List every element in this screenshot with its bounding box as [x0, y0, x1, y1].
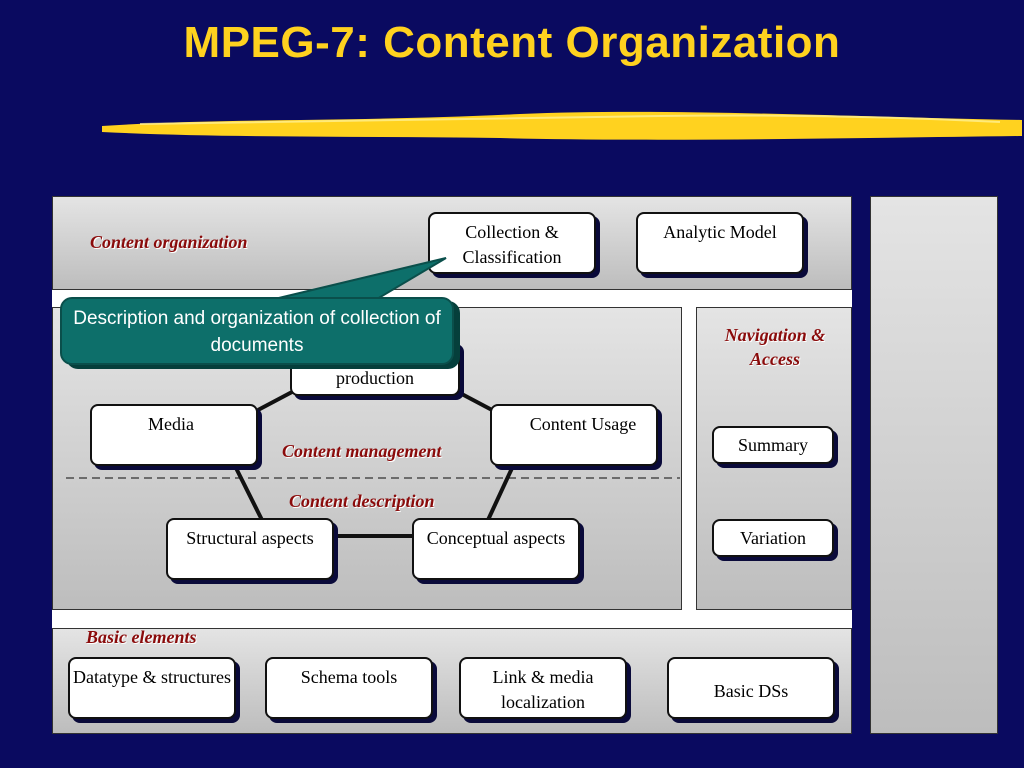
node-analytic-model[interactable]: Analytic Model [636, 212, 804, 274]
node-summary[interactable]: Summary [712, 426, 834, 464]
divider-strip-bottom [52, 610, 852, 628]
label-content-organization: Content organization [90, 232, 248, 252]
yellow-brush-stroke [102, 111, 1022, 140]
label-content-description: Content description [289, 491, 435, 511]
label-content-management: Content management [282, 441, 442, 461]
edge-usage-conceptual [486, 465, 515, 521]
node-datatype-structures[interactable]: Datatype & structures [68, 657, 236, 719]
node-schema-tools[interactable]: Schema tools [265, 657, 433, 719]
edge-media-structural [233, 465, 264, 521]
node-media[interactable]: Media [90, 404, 258, 466]
label-navigation-access: Navigation & Access [724, 325, 826, 369]
edge-production-media [257, 390, 293, 412]
label-basic-elements: Basic elements [86, 627, 197, 647]
node-structural-aspects[interactable]: Structural aspects [166, 518, 334, 580]
side-panel [870, 196, 998, 734]
divider-strip-vertical [682, 307, 696, 610]
node-variation[interactable]: Variation [712, 519, 834, 557]
slide-title: MPEG-7: Content Organization [183, 18, 841, 67]
node-basic-dss[interactable]: Basic DSs [667, 657, 835, 719]
callout-box: Description and organization of collecti… [60, 297, 454, 365]
node-conceptual-aspects[interactable]: Conceptual aspects [412, 518, 580, 580]
node-link-media-localization[interactable]: Link & media localization [459, 657, 627, 719]
node-collection-classification[interactable]: Collection & Classification [428, 212, 596, 274]
node-content-usage[interactable]: Content Usage [490, 404, 658, 466]
node-production-label: production [336, 368, 414, 388]
edge-production-usage [457, 390, 493, 412]
